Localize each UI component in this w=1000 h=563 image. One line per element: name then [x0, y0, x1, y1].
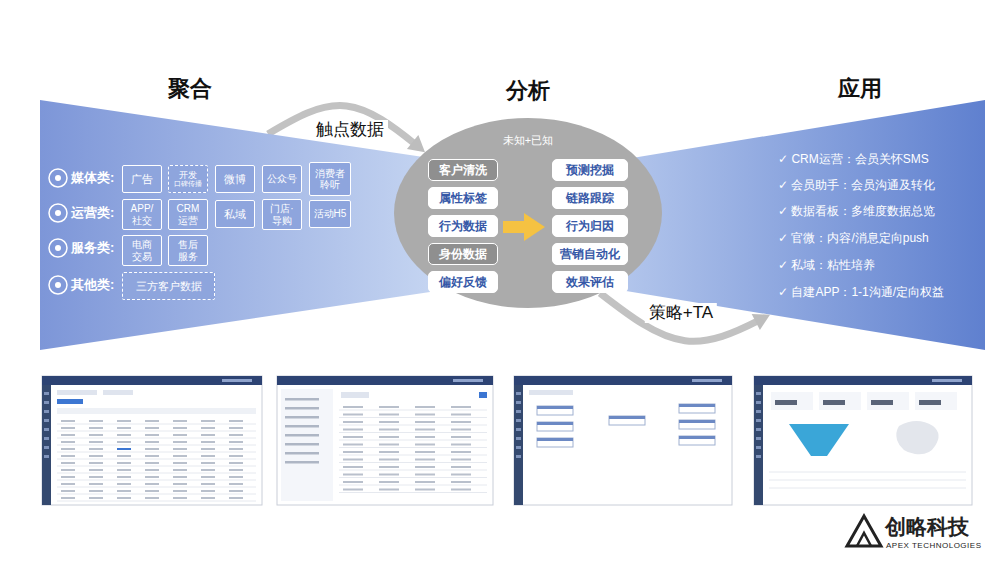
category-label: 服务类:	[71, 240, 114, 256]
source-box: CRM 运营	[168, 199, 208, 230]
analysis-tag: 属性标签	[428, 187, 498, 209]
box-label: 广告	[131, 173, 153, 186]
source-box: 售后 服务	[168, 235, 208, 266]
category-icon	[49, 239, 67, 257]
analysis-tag: 行为归因	[552, 215, 628, 237]
screenshot	[277, 376, 493, 505]
analysis-tag: 行为数据	[428, 215, 498, 237]
application-item: ✓ CRM运营：会员关怀SMS	[778, 152, 929, 167]
logo-subtext: APEX TECHNOLOGIES	[886, 541, 982, 551]
ellipse-caption: 未知+已知	[503, 133, 553, 147]
source-box: 微博	[215, 165, 255, 193]
source-box: 电商 交易	[122, 235, 162, 266]
box-label: 三方客户数据	[136, 280, 202, 293]
section-heading: 分析	[506, 78, 550, 104]
source-box: 活动H5	[309, 200, 351, 228]
analysis-tag: 偏好反馈	[428, 271, 498, 293]
box-label: 门店· 导购	[265, 203, 299, 226]
box-label: 营销自动化	[560, 246, 620, 263]
application-item: ✓ 会员助手：会员沟通及转化	[778, 178, 935, 193]
analysis-tag-grey: 客户清洗	[428, 159, 498, 181]
category-label: 其他类:	[71, 277, 114, 293]
box-label: 公众号	[267, 173, 297, 185]
box-label: 电商 交易	[125, 239, 159, 262]
application-item: ✓ 自建APP：1-1沟通/定向权益	[778, 285, 944, 300]
analysis-tag-grey: 身份数据	[428, 243, 498, 265]
source-box: 广告	[122, 165, 162, 193]
edge-label: 触点数据	[312, 120, 388, 140]
box-label: 链路跟踪	[566, 190, 614, 207]
box-label: 售后 服务	[171, 239, 205, 262]
box-label: 私域	[224, 208, 246, 221]
application-item: ✓ 数据看板：多维度数据总览	[778, 204, 935, 219]
section-heading: 聚合	[168, 76, 212, 102]
analysis-ellipse: 分析未知+已知客户清洗属性标签行为数据身份数据偏好反馈 预测挖掘链路跟踪行为归因营…	[393, 72, 663, 308]
box-label: 口碑传播	[174, 180, 202, 188]
application-item: ✓ 私域：粘性培养	[778, 258, 875, 273]
source-box: APP/ 社交	[122, 199, 162, 230]
category-icon	[49, 169, 67, 187]
box-label: 客户清洗	[439, 162, 487, 179]
flow-arrow	[503, 213, 545, 241]
arrow-head	[407, 135, 425, 152]
section-heading: 应用	[838, 76, 882, 102]
box-label: 偏好反馈	[439, 274, 487, 291]
box-label: 微博	[224, 173, 246, 186]
box-label: 开发	[179, 170, 197, 180]
box-label: 效果评估	[566, 274, 614, 291]
application-item: ✓ 官微：内容/消息定向push	[778, 231, 929, 246]
category-icon	[49, 204, 67, 222]
logo-icon	[857, 533, 871, 546]
box-label: 预测挖掘	[566, 162, 614, 179]
edge-label: 策略+TA	[645, 303, 717, 323]
logo-text: 创略科技	[885, 515, 969, 539]
screenshot	[42, 376, 262, 505]
source-box-dashed: 开发口碑传播	[168, 165, 208, 193]
arrow-head	[752, 314, 770, 330]
category-label: 媒体类:	[71, 170, 114, 186]
box-label: 属性标签	[439, 190, 487, 207]
box-label: 行为数据	[439, 218, 487, 235]
box-label: 消费者 聆听	[312, 168, 348, 191]
source-box: 私域	[215, 200, 255, 228]
box-label: 活动H5	[314, 208, 347, 220]
category-icon	[49, 276, 67, 294]
screenshot	[514, 376, 732, 505]
source-box-dashed: 三方客户数据	[122, 272, 215, 300]
aggregate-band: 聚合媒体类: 运营类: 服务类: 其他类: 广告 开发口碑传播 微博 公众号 消费者 聆听 APP…	[40, 68, 432, 352]
box-label: APP/ 社交	[125, 203, 159, 226]
analysis-tag: 预测挖掘	[552, 159, 628, 181]
box-label: 行为归因	[566, 218, 614, 235]
box-label: CRM 运营	[171, 203, 205, 226]
category-label: 运营类:	[71, 205, 114, 221]
analysis-tag: 营销自动化	[552, 243, 628, 265]
logo-icon	[847, 516, 881, 546]
box-label: 身份数据	[439, 246, 487, 263]
screenshot	[754, 376, 972, 505]
source-box: 消费者 聆听	[309, 162, 351, 196]
source-box: 公众号	[262, 165, 302, 193]
analysis-tag: 链路跟踪	[552, 187, 628, 209]
analysis-tag: 效果评估	[552, 271, 628, 293]
source-box: 门店· 导购	[262, 199, 302, 230]
